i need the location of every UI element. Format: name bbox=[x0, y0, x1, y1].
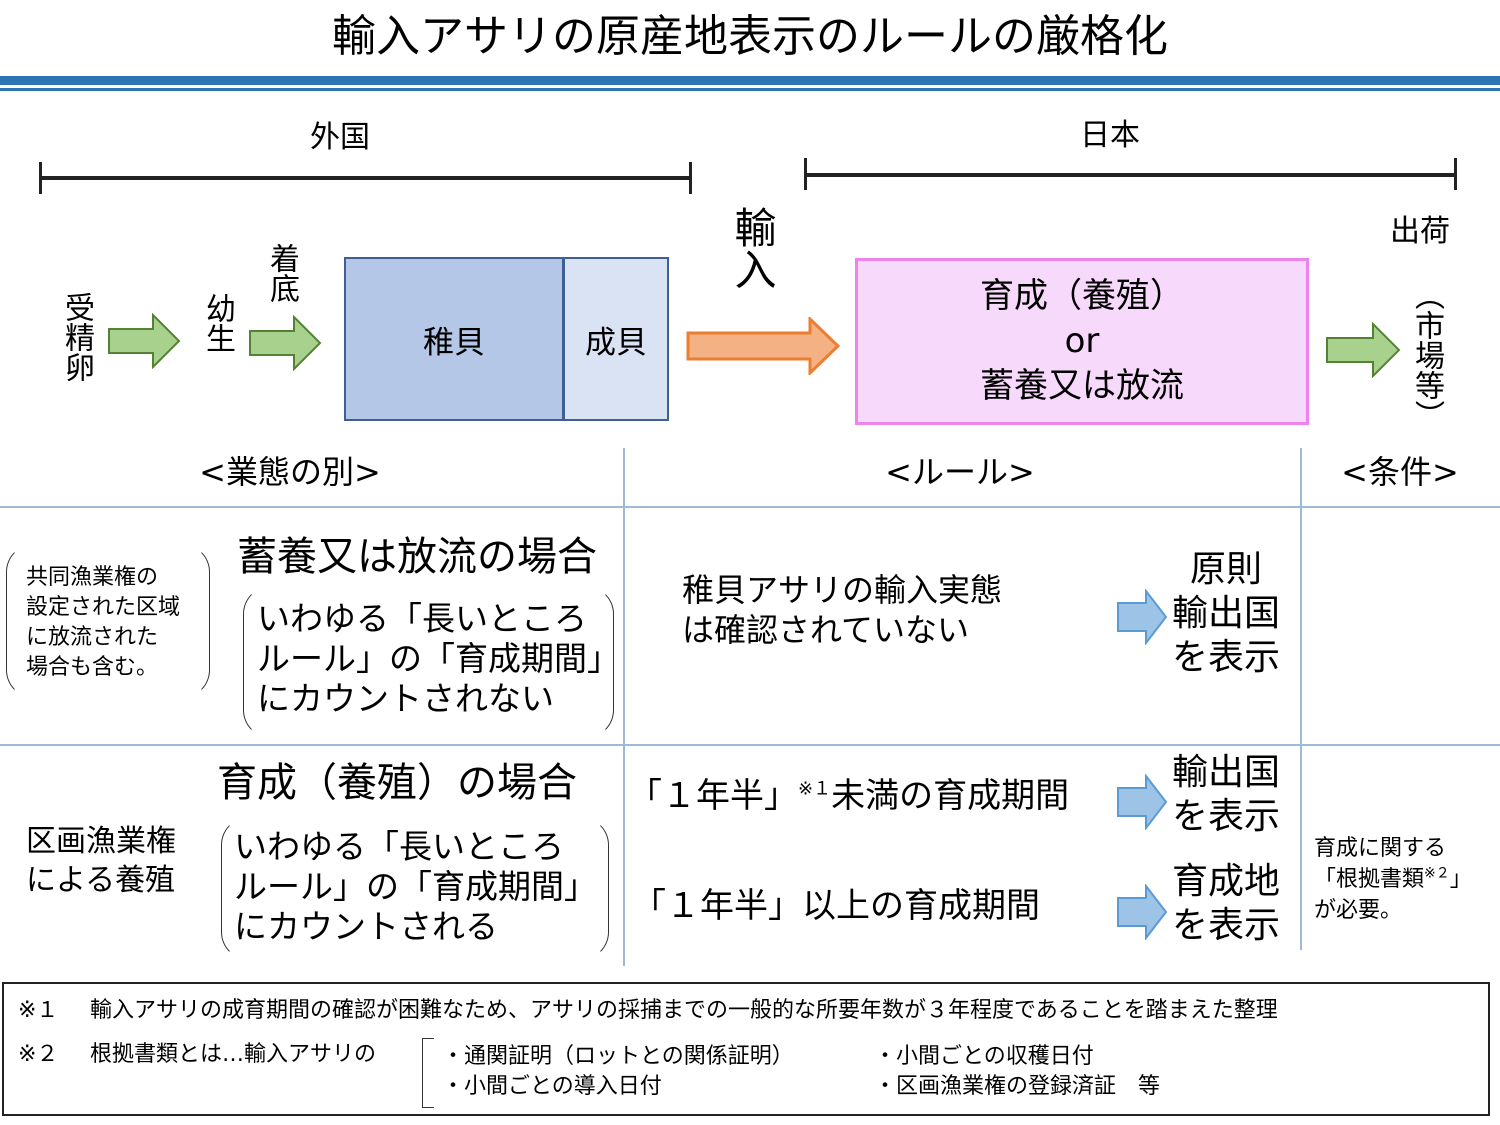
blue-arrow-icon bbox=[1117, 884, 1168, 940]
row2-condition: 育成に関する 「根拠書類※２」 が必要。 bbox=[1314, 833, 1472, 926]
row1-quote-line: ルール」の「育成期間」 bbox=[257, 639, 620, 678]
box-adult: 成貝 bbox=[563, 257, 669, 421]
rule-a-prefix: 「１年半」 bbox=[628, 776, 798, 816]
note-ref-1: ※１ bbox=[798, 778, 832, 800]
box-japan-process: 育成（養殖） or 蓄養又は放流 bbox=[855, 258, 1309, 425]
header-rule: <ルール> bbox=[885, 453, 1035, 491]
header-condition: <条件> bbox=[1341, 453, 1459, 491]
orange-arrow-icon bbox=[686, 317, 840, 375]
row1-rule-line: 稚貝アサリの輸入実態 bbox=[682, 571, 1003, 609]
condition-prefix: 「根拠書類 bbox=[1314, 867, 1425, 892]
row2-result-b-line: 育成地 bbox=[1171, 861, 1280, 902]
row2-side-note-line: 区画漁業権 bbox=[26, 824, 176, 859]
stage-larva: 幼生 bbox=[200, 293, 235, 353]
box-juvenile: 稚貝 bbox=[344, 257, 564, 421]
region-label-japan: 日本 bbox=[1080, 118, 1140, 153]
row1-rule-line: は確認されていない bbox=[682, 611, 970, 649]
row2-result-a-line: 輸出国 bbox=[1171, 752, 1280, 793]
note2-item: ・通関証明（ロットとの関係証明） bbox=[442, 1044, 794, 1069]
row1-side-note-line: 共同漁業権の bbox=[26, 565, 159, 590]
row2-quote-line: にカウントされる bbox=[234, 907, 498, 946]
row1-case-title: 蓄養又は放流の場合 bbox=[237, 534, 597, 580]
japan-box-line3: 蓄養又は放流 bbox=[980, 366, 1184, 406]
row1-side-note: 共同漁業権の 設定された区域 に放流された 場合も含む。 bbox=[26, 563, 180, 683]
juvenile-label: 稚貝 bbox=[423, 324, 485, 361]
import-label: 輸入 bbox=[728, 206, 777, 290]
note1-mark: ※１ bbox=[18, 998, 59, 1023]
row2-result-b-line: を表示 bbox=[1171, 905, 1280, 946]
page-title: 輸入アサリの原産地表示のルールの厳格化 bbox=[332, 11, 1168, 62]
grid-line bbox=[0, 744, 1500, 746]
green-arrow-icon bbox=[108, 313, 181, 369]
row2-result-a-line: を表示 bbox=[1171, 796, 1280, 837]
row1-result: 原則 輸出国 を表示 bbox=[1166, 548, 1286, 680]
note2-bracket bbox=[422, 1038, 434, 1108]
green-arrow-icon bbox=[249, 315, 322, 371]
row1-side-note-line: に放流された bbox=[26, 625, 159, 650]
note1-text: 輸入アサリの成育期間の確認が困難なため、アサリの採捕までの一般的な所要年数が３年… bbox=[90, 998, 1278, 1023]
condition-line: 「根拠書類※２」 bbox=[1314, 864, 1472, 895]
row2-result-b: 育成地 を表示 bbox=[1166, 860, 1286, 948]
side-note-bracket bbox=[6, 544, 210, 698]
row2-quote-line: いわゆる「長いところ bbox=[234, 827, 564, 866]
row2-quote: いわゆる「長いところ ルール」の「育成期間」 にカウントされる bbox=[234, 827, 597, 947]
row2-rule-over: 「１年半」以上の育成期間 bbox=[632, 886, 1040, 926]
row1-result-line: 輸出国 bbox=[1171, 593, 1280, 634]
note2-mark: ※２ bbox=[18, 1042, 59, 1067]
header-business-type: <業態の別> bbox=[199, 453, 381, 491]
row2-side-note-line: による養殖 bbox=[26, 863, 176, 898]
condition-line: が必要。 bbox=[1314, 898, 1403, 923]
japan-box-line1: 育成（養殖） bbox=[980, 276, 1184, 316]
note2-item: ・区画漁業権の登録済証 等 bbox=[874, 1074, 1161, 1099]
footnotes-box: ※１ 輸入アサリの成育期間の確認が困難なため、アサリの採捕までの一般的な所要年数… bbox=[2, 982, 1490, 1116]
green-arrow-icon bbox=[1326, 322, 1401, 378]
quote-bracket bbox=[243, 586, 614, 738]
grid-line bbox=[623, 448, 625, 966]
stage-settlement: 着底 bbox=[264, 243, 299, 303]
row2-side-note: 区画漁業権 による養殖 bbox=[26, 822, 176, 900]
row2-result-a: 輸出国 を表示 bbox=[1166, 751, 1286, 839]
row1-result-line: 原則 bbox=[1189, 549, 1262, 590]
row1-quote-line: いわゆる「長いところ bbox=[257, 599, 587, 638]
japan-box-line2: or bbox=[1064, 321, 1100, 361]
region-label-foreign: 外国 bbox=[310, 120, 370, 155]
adult-label: 成貝 bbox=[585, 324, 647, 361]
row1-side-note-line: 設定された区域 bbox=[26, 595, 181, 620]
shipment-label: 出荷 bbox=[1390, 214, 1450, 249]
note2-item: ・小間ごとの導入日付 bbox=[442, 1074, 662, 1099]
blue-arrow-icon bbox=[1117, 774, 1168, 830]
quote-bracket bbox=[221, 817, 609, 960]
condition-suffix: 」 bbox=[1449, 867, 1472, 892]
row1-rule: 稚貝アサリの輸入実態 は確認されていない bbox=[682, 570, 1002, 650]
row1-result-line: を表示 bbox=[1171, 637, 1280, 678]
note2-lead: 根拠書類とは…輸入アサリの bbox=[90, 1042, 377, 1067]
grid-line bbox=[0, 506, 1500, 508]
row1-side-note-line: 場合も含む。 bbox=[26, 655, 159, 680]
row2-quote-line: ルール」の「育成期間」 bbox=[234, 867, 597, 906]
row1-quote-line: にカウントされない bbox=[257, 679, 554, 718]
title-divider-thin bbox=[0, 88, 1500, 91]
note-ref-2: ※２ bbox=[1424, 865, 1450, 882]
note2-item: ・小間ごとの収穫日付 bbox=[874, 1044, 1094, 1069]
row2-rule-under: 「１年半」※１未満の育成期間 bbox=[628, 776, 1069, 816]
row2-case-title: 育成（養殖）の場合 bbox=[217, 760, 577, 806]
condition-line: 育成に関する bbox=[1314, 836, 1447, 861]
grid-line bbox=[1300, 448, 1302, 950]
stage-fertilized-egg: 受精卵 bbox=[59, 292, 94, 382]
shipment-note: （市場等） bbox=[1409, 280, 1444, 430]
title-divider-thick bbox=[0, 76, 1500, 85]
blue-arrow-icon bbox=[1117, 589, 1168, 645]
row1-quote: いわゆる「長いところ ルール」の「育成期間」 にカウントされない bbox=[257, 599, 620, 719]
rule-a-suffix: 未満の育成期間 bbox=[831, 776, 1070, 816]
